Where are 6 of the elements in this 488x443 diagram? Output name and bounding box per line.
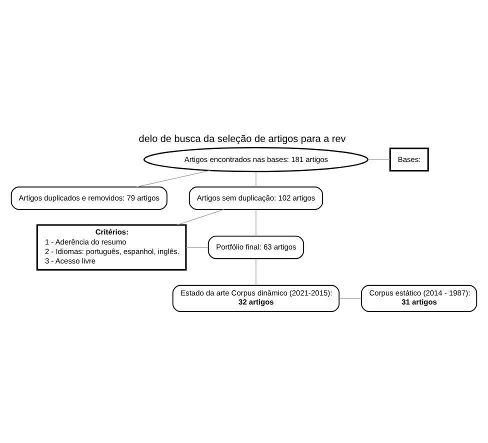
connector (186, 247, 208, 248)
connector (338, 298, 362, 299)
diagram-title: delo de busca da seleção de artigos para a rev (138, 134, 346, 145)
connector (368, 159, 390, 160)
connector (136, 170, 210, 188)
connector (176, 209, 224, 226)
